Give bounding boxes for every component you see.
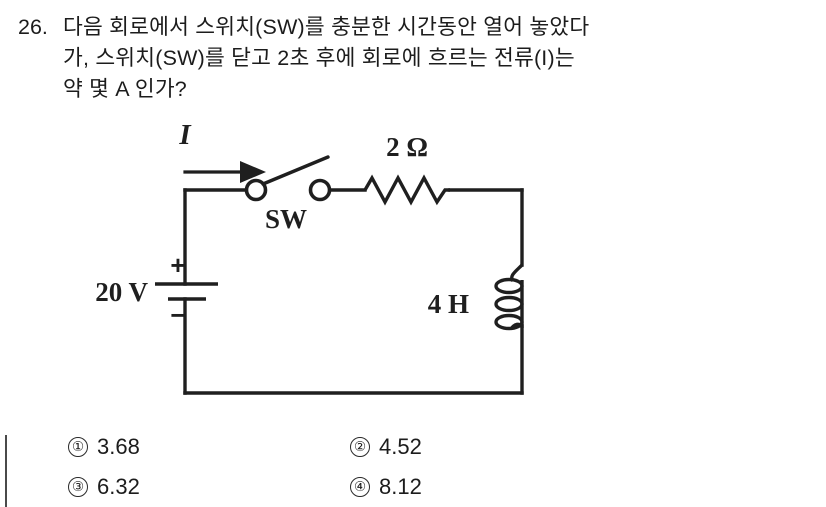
option-marker-4: ④ — [350, 477, 370, 497]
inductor-coil-3 — [494, 313, 524, 331]
inductor-lead-bottom — [510, 322, 524, 330]
answer-option-4[interactable]: ④ 8.12 — [350, 474, 422, 500]
polarity-plus-label: + — [170, 250, 185, 280]
resistor-label: 2 Ω — [386, 132, 428, 162]
inductor-coil-1 — [494, 277, 524, 295]
answer-choices: ① 3.68 ② 4.52 ③ 6.32 ④ 8.12 — [0, 430, 826, 507]
question-number: 26. — [18, 15, 48, 39]
switch-label: SW — [265, 204, 307, 234]
switch-terminal-right — [308, 178, 332, 202]
question-line: 가, 스위치(SW)를 닫고 2초 후에 회로에 흐르는 전류(I)는 — [63, 46, 575, 70]
polarity-minus-label: − — [170, 300, 185, 330]
answer-option-2[interactable]: ② 4.52 — [350, 434, 422, 460]
inductor-label: 4 H — [428, 289, 469, 319]
resistor-symbol — [363, 174, 450, 206]
circuit-svg: I SW 2 Ω 4 H 20 V + − — [95, 119, 524, 395]
option-value-1: 3.68 — [97, 434, 140, 459]
option-value-2: 4.52 — [379, 434, 422, 459]
current-arrow-head — [240, 161, 266, 183]
option-marker-1: ① — [68, 437, 88, 457]
switch-terminal-left — [244, 178, 268, 202]
answer-option-1[interactable]: ① 3.68 — [68, 434, 140, 460]
inductor-coil-2 — [494, 295, 524, 313]
answer-option-3[interactable]: ③ 6.32 — [68, 474, 140, 500]
question-line: 약 몇 A 인가? — [63, 77, 187, 101]
option-value-3: 6.32 — [97, 474, 140, 499]
left-margin-rule — [5, 435, 7, 507]
option-marker-2: ② — [350, 437, 370, 457]
question-line: 다음 회로에서 스위치(SW)를 충분한 시간동안 열어 놓았다 — [63, 15, 590, 39]
switch-blade — [261, 155, 330, 186]
circuit-diagram: I SW 2 Ω 4 H 20 V + − — [60, 108, 580, 408]
current-label: I — [178, 119, 192, 151]
question-text: 다음 회로에서 스위치(SW)를 충분한 시간동안 열어 놓았다 가, 스위치(… — [63, 12, 823, 105]
option-marker-3: ③ — [68, 477, 88, 497]
option-value-4: 8.12 — [379, 474, 422, 499]
source-label: 20 V — [95, 277, 148, 307]
